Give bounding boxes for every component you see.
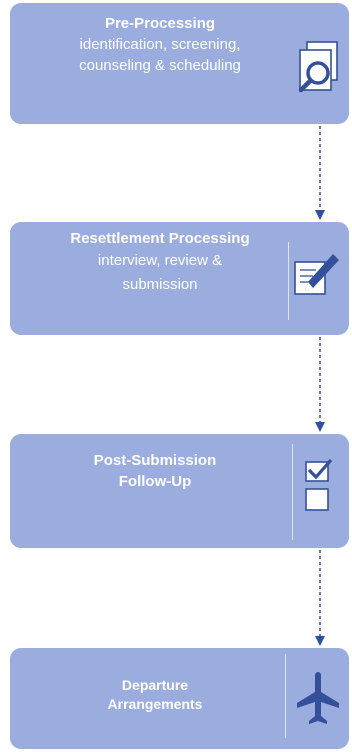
stage-subtitle-line: interview, review & xyxy=(97,252,223,269)
stage-title-line: Post-Submission xyxy=(93,452,217,469)
stage-departure-arrangements: Departure Arrangements xyxy=(10,648,349,749)
flow-connector xyxy=(315,126,325,220)
stage-subtitle-line: counseling & scheduling xyxy=(79,57,241,74)
stage-subtitle-line: submission xyxy=(122,276,198,293)
airplane-icon xyxy=(297,672,339,724)
stage-title-line: Follow-Up xyxy=(118,473,192,490)
stage-post-submission-follow-up: Post-Submission Follow-Up xyxy=(10,434,349,548)
stage-text: Pre-Processing identification, screening… xyxy=(18,13,302,76)
search-documents-icon xyxy=(298,41,338,93)
stage-title-line: Arrangements xyxy=(107,696,203,712)
stage-text: Post-Submission Follow-Up xyxy=(55,450,255,492)
stage-text: Resettlement Processing interview, revie… xyxy=(10,228,310,297)
stage-divider xyxy=(292,444,293,540)
stage-title-line: Departure xyxy=(121,677,189,693)
stage-pre-processing: Pre-Processing identification, screening… xyxy=(10,3,349,124)
stage-title: Pre-Processing xyxy=(104,15,216,32)
stage-divider xyxy=(288,242,289,320)
stage-divider xyxy=(285,654,286,738)
stage-text: Departure Arrangements xyxy=(55,676,255,714)
flow-connector xyxy=(315,550,325,646)
flow-connector xyxy=(315,337,325,432)
stage-subtitle-line: identification, screening, xyxy=(79,36,241,53)
stage-title: Resettlement Processing xyxy=(70,230,250,247)
checklist-icon xyxy=(305,458,333,511)
stage-resettlement-processing: Resettlement Processing interview, revie… xyxy=(10,222,349,335)
edit-document-icon xyxy=(294,254,339,295)
